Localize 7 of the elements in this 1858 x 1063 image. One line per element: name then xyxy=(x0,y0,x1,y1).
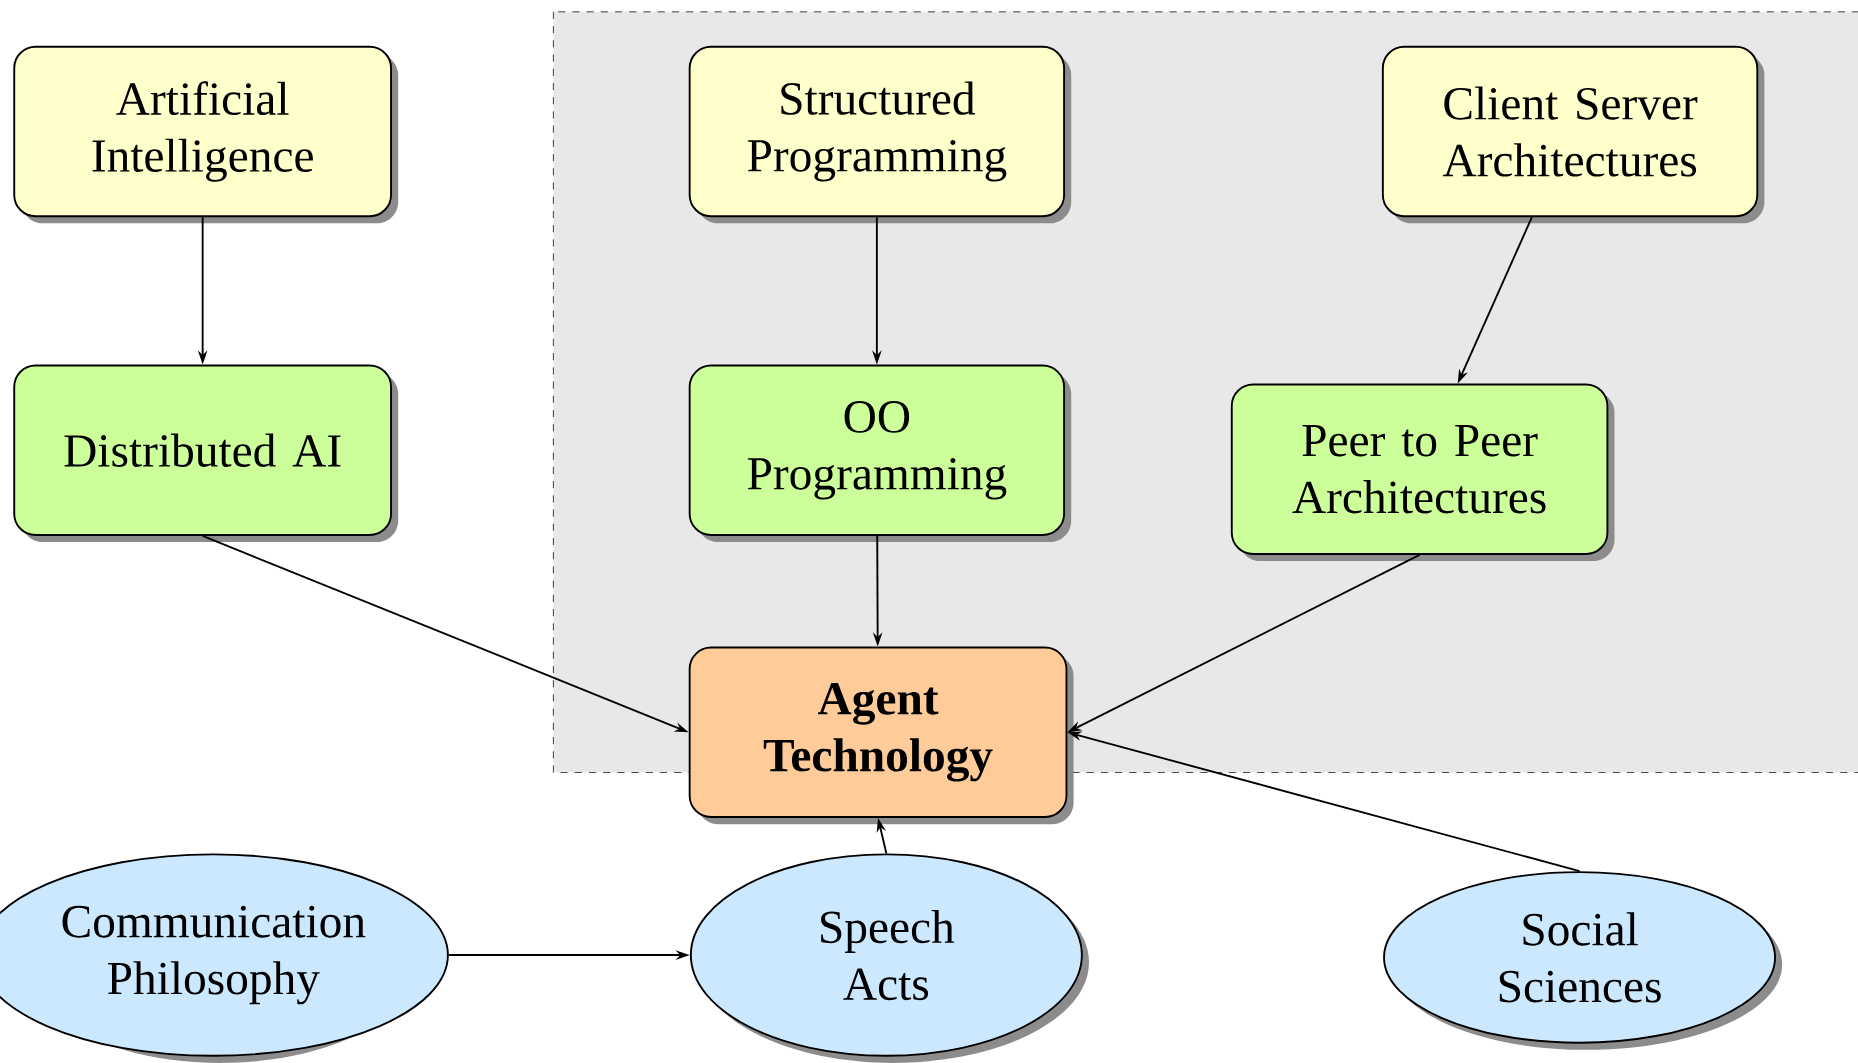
process-box: Structured Programming xyxy=(688,45,1072,224)
process-box: Distributed AI xyxy=(13,364,399,543)
process-box: Artificial Intelligence xyxy=(13,45,399,224)
process-box: Client Server Architectures xyxy=(1381,45,1765,224)
process-box: Peer to Peer Architectures xyxy=(1230,383,1615,562)
process-box: Agent Technology xyxy=(688,646,1074,825)
process-box: OO Programming xyxy=(688,364,1072,543)
